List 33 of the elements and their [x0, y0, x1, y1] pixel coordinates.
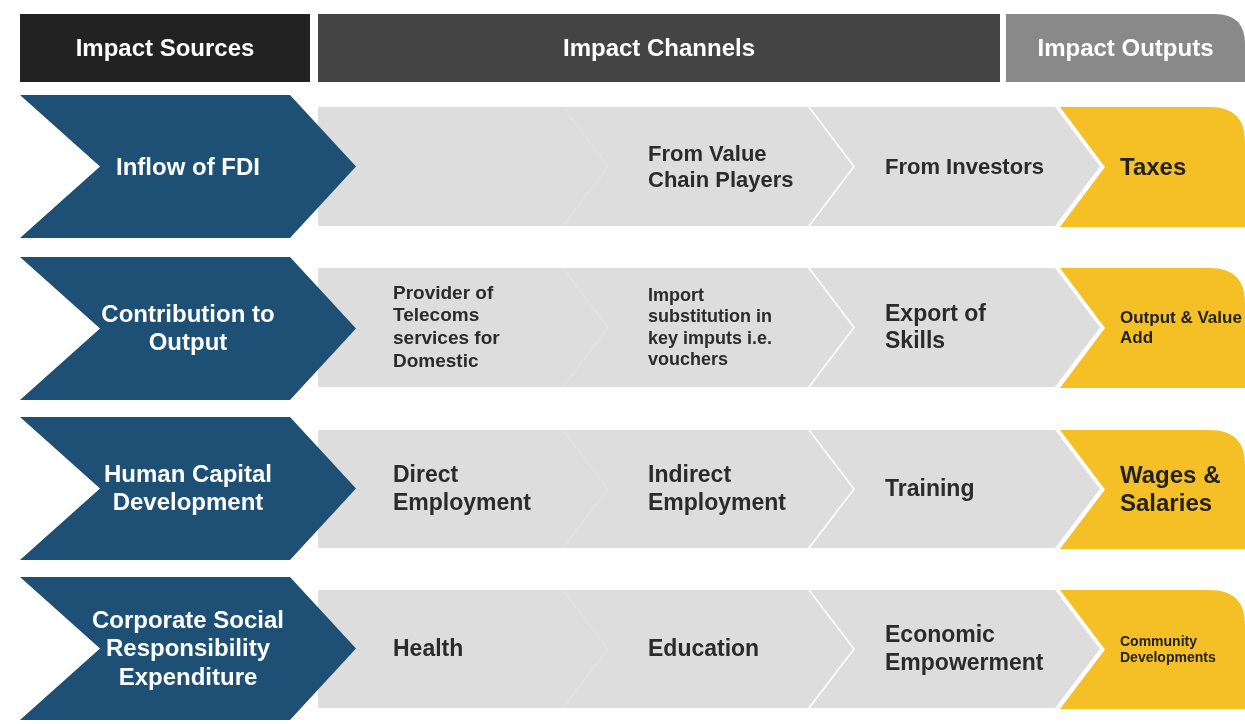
- output-step-panel: [1060, 430, 1245, 549]
- step-label: Education: [648, 635, 761, 663]
- step-label: Training: [885, 475, 976, 503]
- step-label: Taxes: [1120, 152, 1188, 182]
- header-bar: [1006, 14, 1245, 82]
- step-label: Community Developments: [1120, 632, 1217, 667]
- source-step-panel: [20, 577, 356, 720]
- step-label: Direct Employment: [393, 461, 533, 517]
- source-step-panel: [20, 417, 356, 560]
- step-label: Economic Empowerment: [885, 621, 1045, 677]
- step-label: Impact Sources: [74, 33, 256, 63]
- step-label: Health: [393, 635, 465, 663]
- step-label: Output & Value Add: [1120, 307, 1243, 349]
- output-step-panel: [1060, 107, 1245, 227]
- step-label: Import substitution in key imputs i.e. vouchers: [648, 284, 774, 371]
- step-label: Human Capital Development: [103, 459, 273, 518]
- output-step-panel: [1060, 590, 1245, 709]
- step-label: Impact Outputs: [1036, 33, 1215, 63]
- step-label: From Investors: [885, 153, 1045, 180]
- header-bar: [20, 14, 310, 82]
- step-label: Indirect Employment: [648, 461, 788, 517]
- step-label: Inflow of FDI: [115, 152, 261, 181]
- step-label: Export of Skills: [885, 299, 987, 356]
- header-bar: [318, 14, 1000, 82]
- step-label: Provider of Telecoms services for Domestic: [393, 281, 501, 374]
- source-step-panel: [20, 95, 356, 238]
- step-label: Impact Channels: [561, 33, 756, 63]
- source-step-panel: [20, 257, 356, 400]
- output-step-panel: [1060, 268, 1245, 388]
- step-label: Wages & Salaries: [1120, 460, 1222, 519]
- step-label: Corporate Social Responsibility Expenditure: [90, 605, 285, 692]
- step-label: Contribution to Output: [100, 299, 276, 358]
- step-label: From Value Chain Players: [648, 140, 795, 193]
